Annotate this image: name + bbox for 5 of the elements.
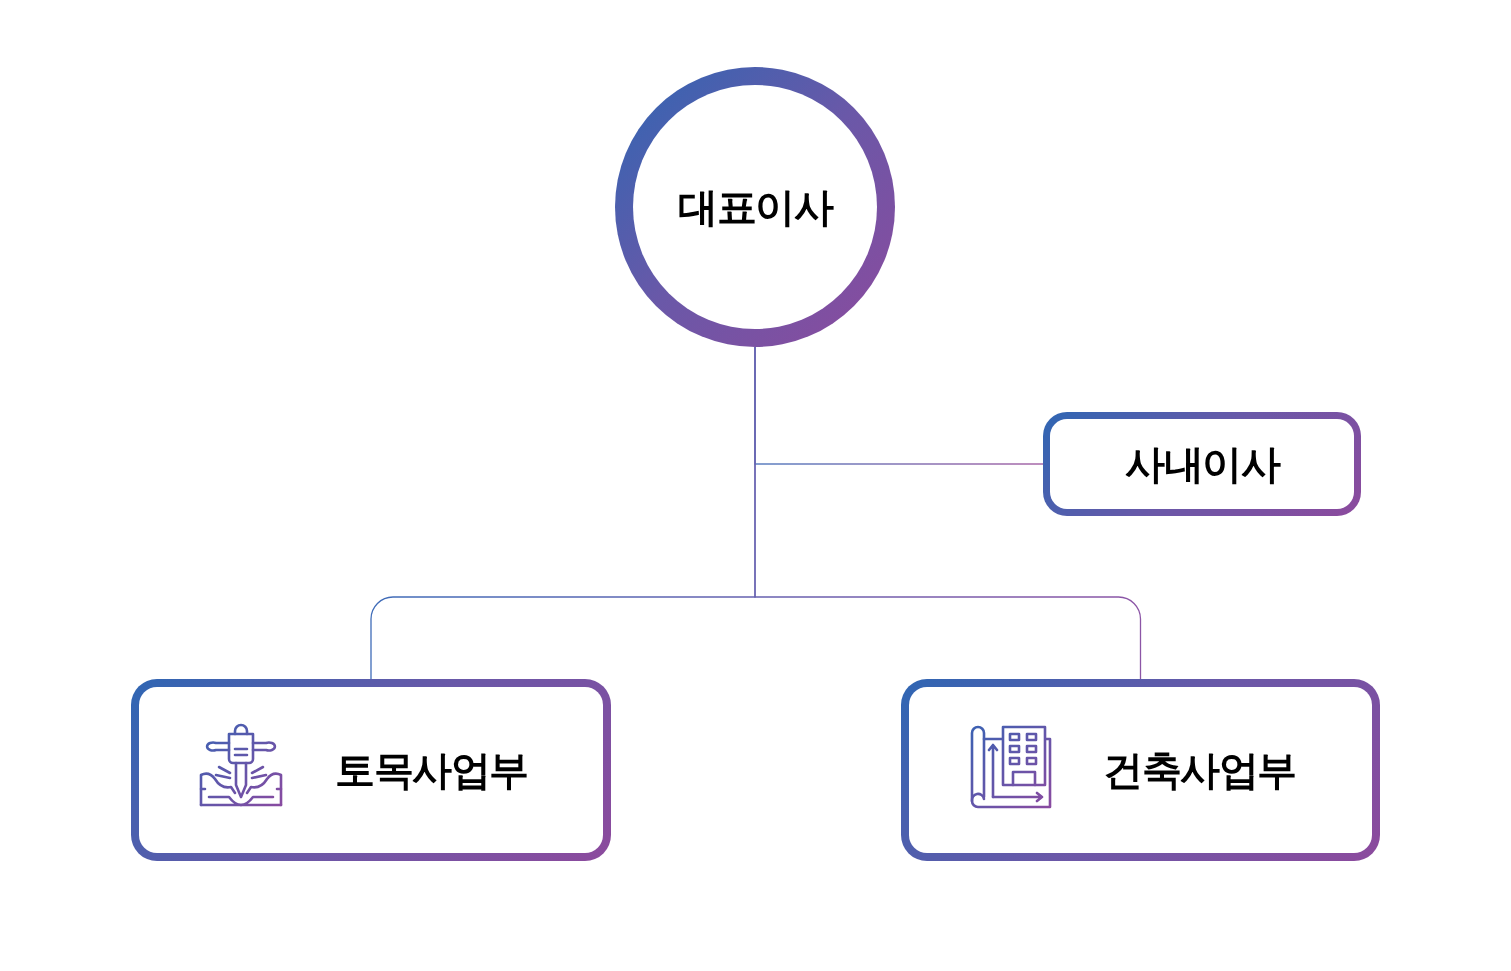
connector-line xyxy=(754,346,1142,680)
node-title: 대표이사 xyxy=(678,183,832,231)
node-title: 토목사업부 xyxy=(335,746,528,794)
node-title: 건축사업부 xyxy=(1103,746,1296,794)
node-title: 사내이사 xyxy=(1125,440,1279,488)
